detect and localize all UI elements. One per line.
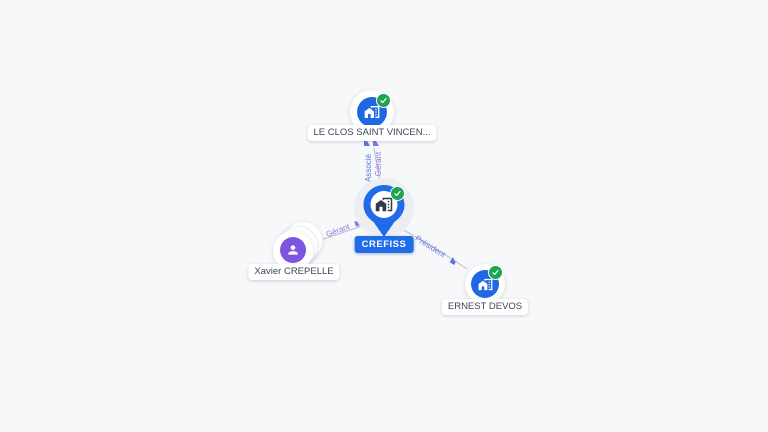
verified-badge	[376, 93, 391, 108]
verified-badge	[390, 186, 405, 201]
check-icon	[394, 190, 401, 197]
node-ernest-devos[interactable]	[465, 264, 505, 304]
building-icon	[375, 197, 393, 212]
person-icon	[288, 245, 298, 255]
edge-label-gerant-left: Gérant	[324, 222, 351, 239]
node-crefiss[interactable]	[362, 184, 406, 238]
node-xavier-crepelle-label[interactable]: Xavier CREPELLE	[248, 264, 340, 280]
node-crefiss-label[interactable]: CREFISS	[354, 236, 414, 253]
node-le-clos-saint-vincent-label[interactable]: LE CLOS SAINT VINCEN...	[307, 125, 437, 141]
node-le-clos-saint-vincent[interactable]	[350, 90, 394, 134]
company-avatar	[357, 97, 387, 127]
edge-label-gerant-top: Gérant	[374, 151, 383, 177]
check-icon	[492, 269, 499, 276]
node-ernest-devos-label[interactable]: ERNEST DEVOS	[441, 299, 529, 315]
person-avatar	[280, 237, 306, 263]
arrowhead-gerant-up	[373, 141, 379, 146]
building-icon	[478, 278, 492, 290]
building-icon	[364, 106, 380, 118]
check-icon	[380, 97, 387, 104]
edge-label-president: Président	[413, 233, 447, 260]
verified-badge	[488, 265, 503, 280]
arrowhead-associe-up	[364, 141, 370, 146]
edge-label-associe: Associé	[364, 153, 373, 183]
arrowhead-president-right	[449, 257, 458, 265]
